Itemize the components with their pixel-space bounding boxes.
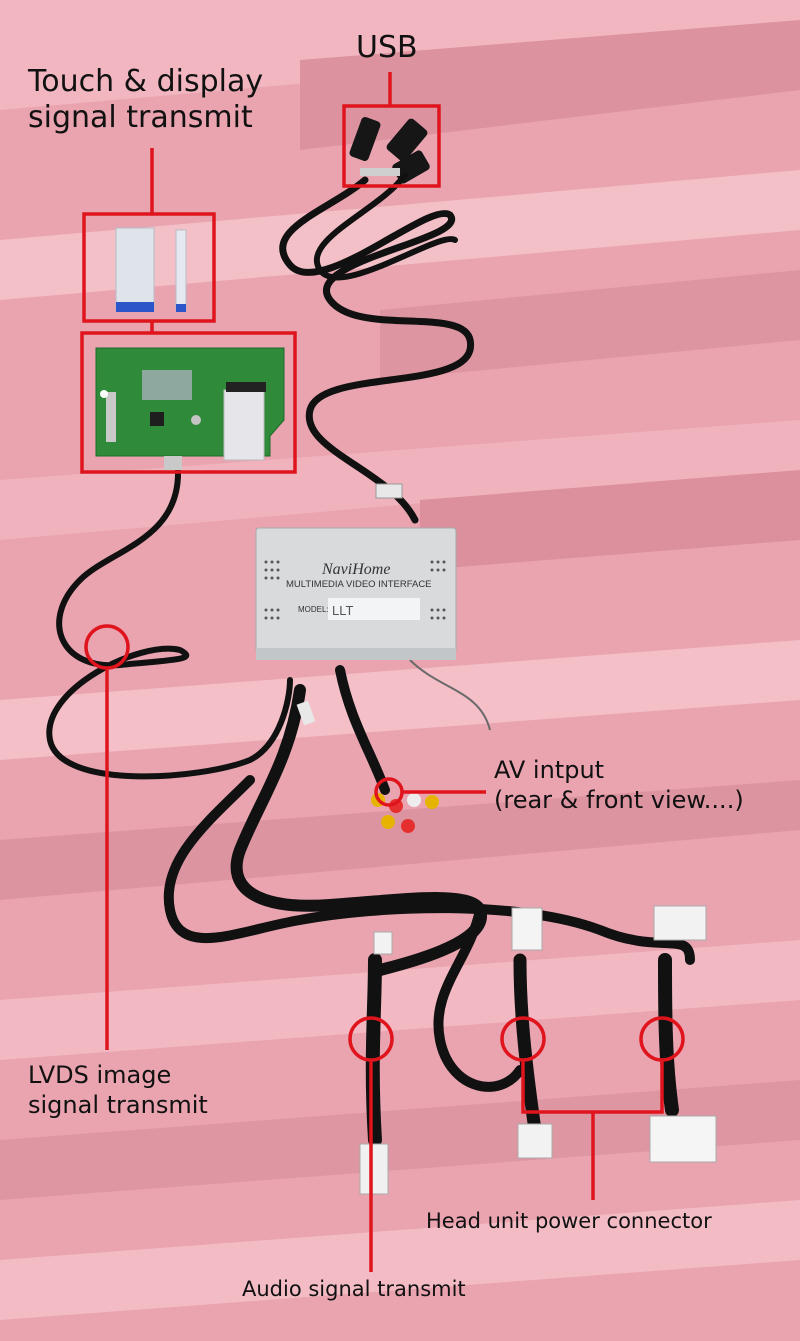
usb-label: USB xyxy=(356,30,418,65)
av-input-label: AV intput (rear & front view....) xyxy=(494,755,744,815)
flat-cable-callout-box xyxy=(82,212,216,323)
cables xyxy=(46,172,695,1147)
head-unit-power-label: Head unit power connector xyxy=(426,1209,712,1233)
callouts xyxy=(80,72,685,1272)
lvds-label-line1: LVDS image xyxy=(28,1061,172,1089)
lvds-label: LVDS image signal transmit xyxy=(28,1060,208,1120)
av-input-label-line1: AV intput xyxy=(494,756,605,784)
flat-cables xyxy=(115,227,187,312)
audio-signal-label: Audio signal transmit xyxy=(242,1277,466,1301)
av-input-label-line2: (rear & front view....) xyxy=(494,786,744,814)
device-subtitle: MULTIMEDIA VIDEO INTERFACE xyxy=(286,579,432,590)
lvds-label-line2: signal transmit xyxy=(28,1091,208,1119)
pcb-board xyxy=(95,347,285,470)
device-brand: NaviHome xyxy=(321,561,390,578)
device-model-label: MODEL: xyxy=(298,605,329,614)
device-model-value: LLT xyxy=(332,603,353,618)
touch-display-label-line1: Touch & display xyxy=(28,64,264,99)
interface-box: NaviHome MULTIMEDIA VIDEO INTERFACE MODE… xyxy=(255,527,457,660)
thin-wires xyxy=(409,659,491,731)
touch-display-label-line2: signal transmit xyxy=(28,100,253,135)
pcb-callout-box xyxy=(80,331,297,474)
touch-display-label: Touch & display signal transmit xyxy=(28,64,263,136)
